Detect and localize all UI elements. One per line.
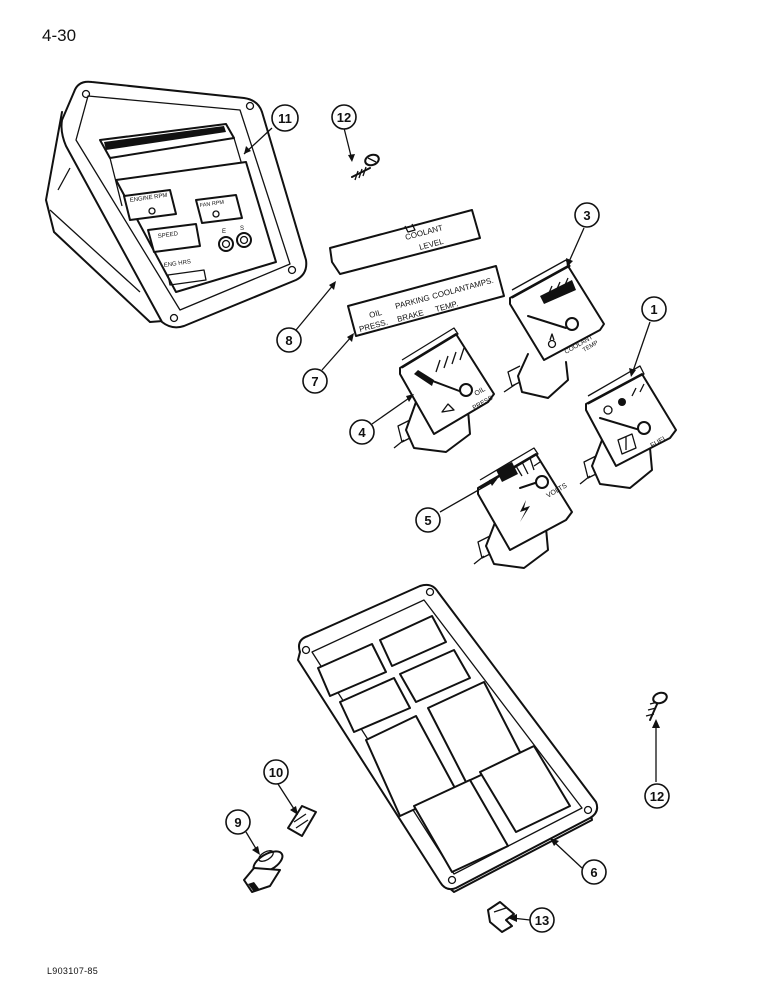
label7-oil: OIL [368, 308, 383, 320]
figure-code: L903107-85 [47, 966, 99, 976]
callout-9: 9 [225, 809, 251, 835]
callout-12-top: 12 [331, 104, 357, 130]
retaining-clip [487, 901, 515, 933]
bulb-socket [243, 850, 284, 893]
callout-4-number: 4 [358, 425, 366, 440]
panel-screw-right [645, 691, 668, 721]
callout-4: 4 [349, 419, 375, 445]
callout-6-number: 6 [590, 865, 597, 880]
callout-8-number: 8 [285, 333, 292, 348]
callout-11: 11 [271, 104, 299, 132]
lower-mounting-panel [297, 583, 599, 893]
callout-10: 10 [263, 759, 289, 785]
panel-screw-top [351, 153, 380, 181]
callout-leaders [243, 127, 660, 922]
coolant-temp-gauge: COOLANT TEMP [503, 259, 605, 399]
fuel-gauge: FUEL [579, 365, 677, 489]
eng-hrs-label: ENG HRS [163, 259, 191, 269]
callout-1: 1 [641, 296, 667, 322]
speed-label: SPEED [157, 231, 179, 240]
callout-3: 3 [574, 202, 600, 228]
warning-label-strip: OIL PARKING COOLANT AMPS. PRESS. BRAKE T… [347, 265, 505, 337]
s-button-label: S [240, 226, 244, 232]
callout-8: 8 [276, 327, 302, 353]
callout-12-right: 12 [644, 783, 670, 809]
callout-12-top-number: 12 [337, 110, 351, 125]
callout-6: 6 [581, 859, 607, 885]
callout-10-number: 10 [269, 765, 283, 780]
volts-gauge: VOLTS [473, 447, 573, 569]
callout-13: 13 [529, 907, 555, 933]
callout-3-number: 3 [583, 208, 590, 223]
engine-rpm-label: ENGINE RPM [129, 193, 167, 204]
fan-rpm-label: FAN RPM [199, 200, 224, 209]
callout-7-number: 7 [311, 374, 318, 389]
callout-9-number: 9 [234, 815, 241, 830]
callout-1-number: 1 [650, 302, 657, 317]
page-number: 4-30 [42, 26, 77, 45]
oil-press-gauge: OIL PRESS [393, 327, 495, 453]
callout-7: 7 [302, 368, 328, 394]
callout-11-number: 11 [278, 111, 292, 126]
callout-5-number: 5 [424, 513, 431, 528]
e-button-label: E [222, 229, 226, 235]
instrument-panel-housing: ENGINE RPM SPEED FAN RPM ENG HRS E S [45, 80, 308, 329]
callout-13-number: 13 [535, 913, 549, 928]
callout-12-right-number: 12 [650, 789, 664, 804]
callout-5: 5 [415, 507, 441, 533]
oil-press-line1: OIL [474, 386, 487, 398]
coolant-level-label-strip: COOLANT LEVEL [329, 209, 481, 275]
